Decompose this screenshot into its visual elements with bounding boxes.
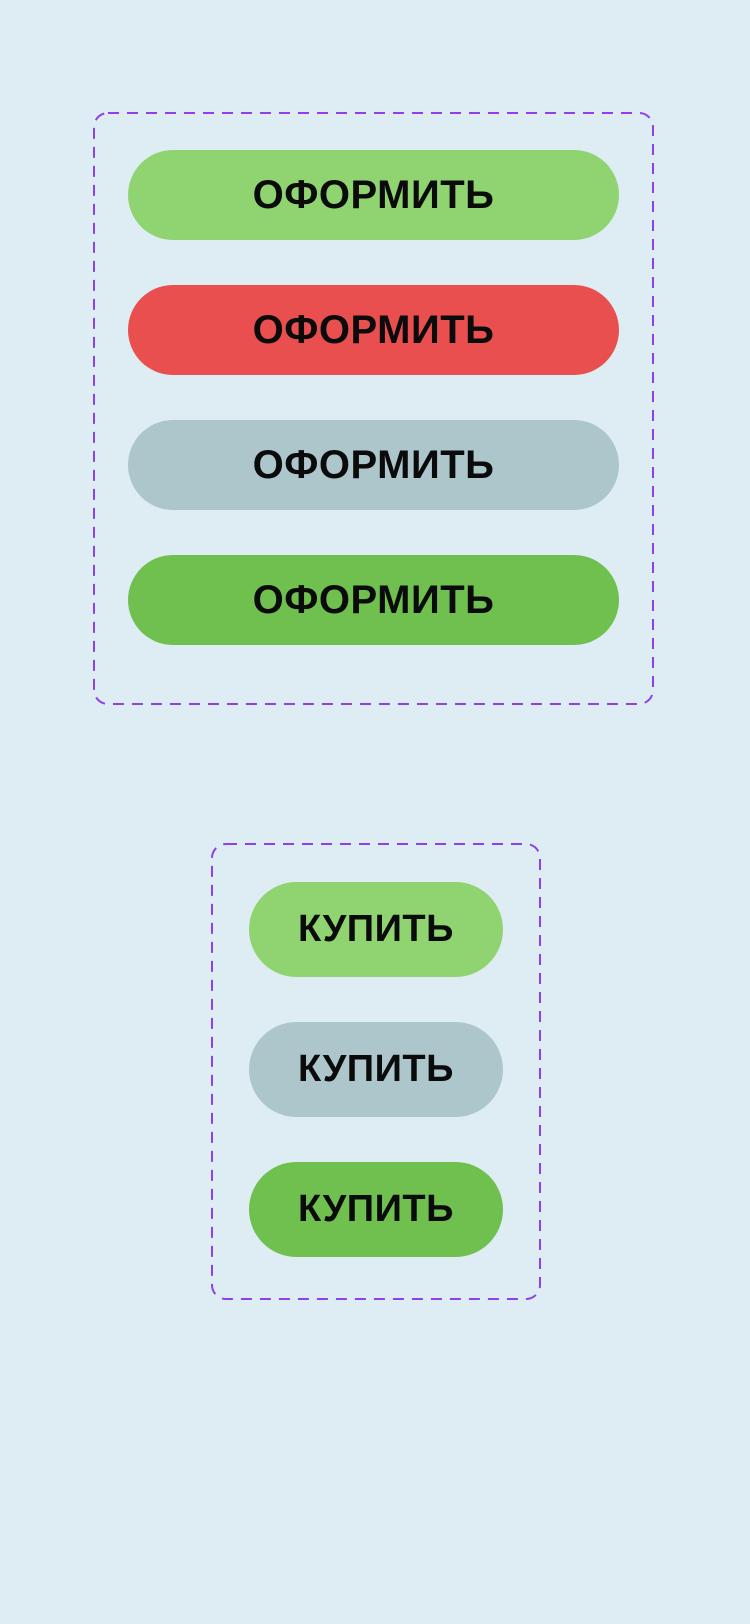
- buy-button-dark-green[interactable]: КУПИТЬ: [249, 1162, 503, 1257]
- buy-button-light-green[interactable]: КУПИТЬ: [249, 882, 503, 977]
- buy-buttons-group-frame: КУПИТЬ КУПИТЬ КУПИТЬ: [211, 843, 541, 1300]
- order-buttons-group-frame: ОФОРМИТЬ ОФОРМИТЬ ОФОРМИТЬ ОФОРМИТЬ: [93, 112, 654, 705]
- order-button-dark-green[interactable]: ОФОРМИТЬ: [128, 555, 619, 645]
- order-button-red[interactable]: ОФОРМИТЬ: [128, 285, 619, 375]
- order-button-light-green[interactable]: ОФОРМИТЬ: [128, 150, 619, 240]
- buy-button-gray[interactable]: КУПИТЬ: [249, 1022, 503, 1117]
- order-button-gray[interactable]: ОФОРМИТЬ: [128, 420, 619, 510]
